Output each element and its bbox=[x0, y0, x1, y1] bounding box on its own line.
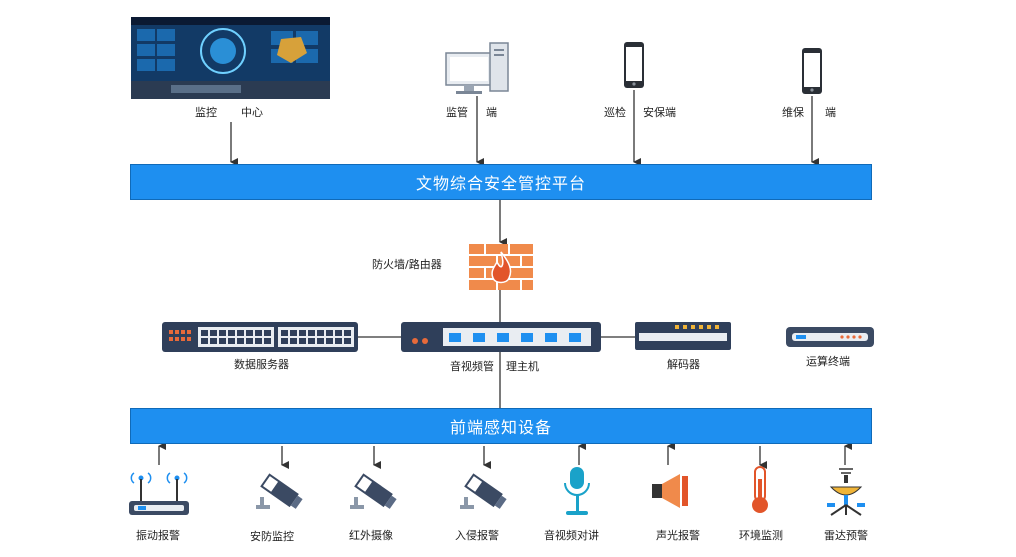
microphone-icon bbox=[564, 467, 590, 515]
smartphone-icon-2 bbox=[802, 48, 822, 94]
speaker-icon bbox=[652, 474, 688, 508]
platform-bar: 文物综合安全管控平台 bbox=[130, 164, 872, 200]
av-host-icon bbox=[401, 322, 601, 352]
device-label-4: 入侵报警 bbox=[455, 529, 499, 542]
device-label-7: 环境监测 bbox=[739, 529, 783, 542]
security-camera-icon bbox=[256, 473, 303, 509]
infrared-camera-icon bbox=[350, 473, 397, 509]
vibration-alarm-icon bbox=[129, 472, 189, 515]
decoder-icon bbox=[635, 322, 731, 350]
device-label-6: 声光报警 bbox=[656, 529, 700, 542]
smartphone-icon bbox=[624, 42, 644, 88]
intrusion-camera-icon bbox=[460, 473, 507, 509]
label-supervise-end: 端 bbox=[486, 106, 497, 119]
label-supervise: 监管 bbox=[446, 106, 468, 119]
av-host-label-1: 音视频管 bbox=[450, 360, 494, 373]
data-server-label: 数据服务器 bbox=[234, 358, 289, 371]
thermometer-icon bbox=[752, 466, 768, 513]
compute-terminal-icon bbox=[786, 327, 874, 347]
device-label-5: 音视频对讲 bbox=[544, 529, 599, 542]
av-host-label-2: 理主机 bbox=[506, 360, 539, 373]
pc-icon bbox=[445, 42, 509, 94]
label-maintain-end: 端 bbox=[825, 106, 836, 119]
compute-label: 运算终端 bbox=[806, 355, 850, 368]
frontend-bar: 前端感知设备 bbox=[130, 408, 872, 444]
decoder-label: 解码器 bbox=[667, 358, 700, 371]
device-label-3: 红外摄像 bbox=[349, 529, 393, 542]
device-label-2: 安防监控 bbox=[250, 530, 294, 543]
label-center: 中心 bbox=[241, 106, 263, 119]
firewall-label: 防火墙/路由器 bbox=[372, 258, 442, 271]
label-monitor: 监控 bbox=[195, 106, 217, 119]
label-maintain: 维保 bbox=[782, 106, 804, 119]
label-security: 安保端 bbox=[643, 106, 676, 119]
radar-icon bbox=[827, 468, 865, 516]
device-label-8: 雷达预警 bbox=[824, 529, 868, 542]
device-label-1: 振动报警 bbox=[136, 529, 180, 542]
label-patrol: 巡检 bbox=[604, 106, 626, 119]
firewall-icon bbox=[469, 244, 533, 290]
data-server-icon bbox=[162, 322, 358, 352]
video-wall-icon bbox=[131, 17, 330, 99]
